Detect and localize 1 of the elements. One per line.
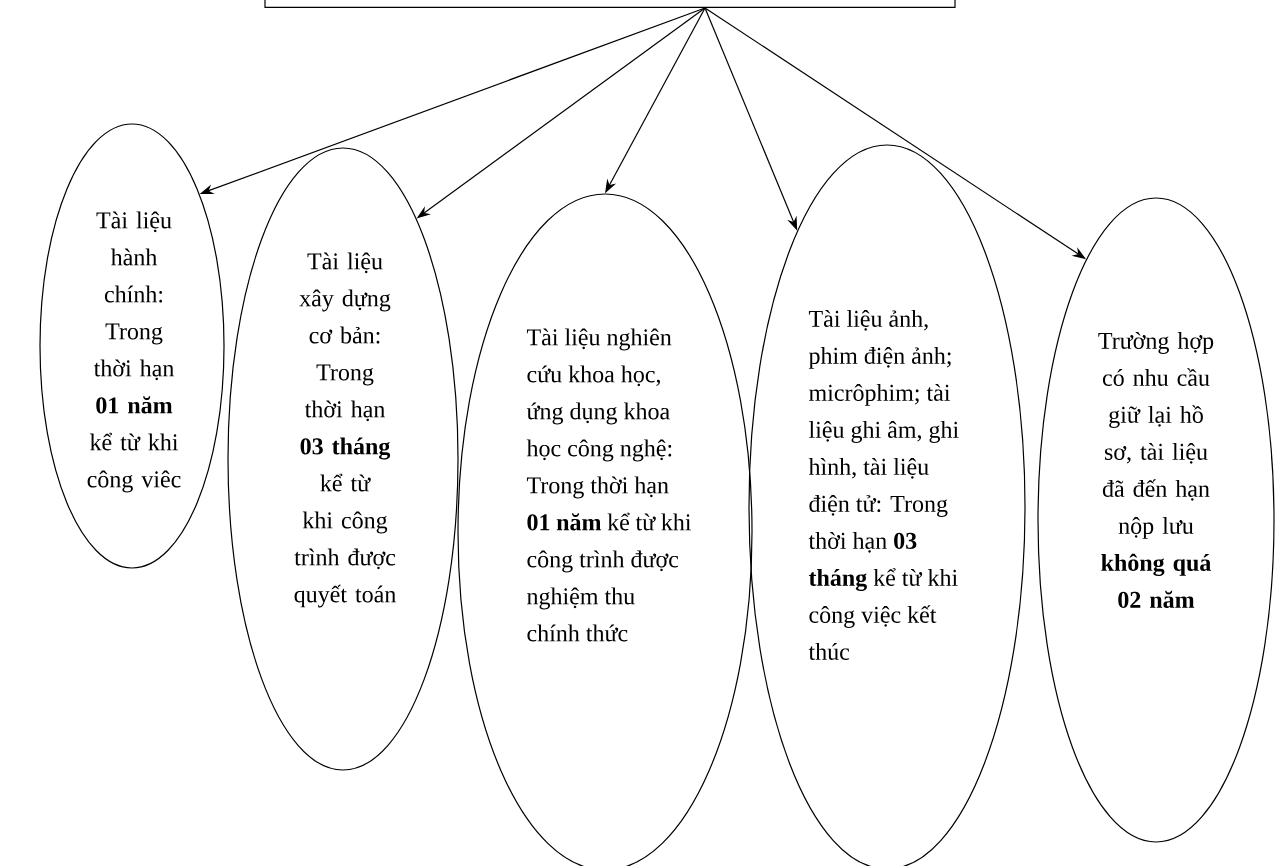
header-box <box>264 0 956 8</box>
